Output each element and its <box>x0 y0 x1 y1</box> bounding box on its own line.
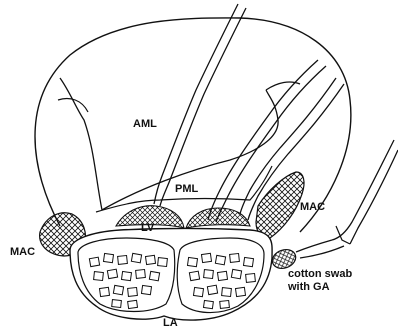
swab-holder-shaft-1 <box>332 140 394 240</box>
retractor-1-edge <box>160 8 246 206</box>
retractor-1 <box>154 4 238 204</box>
label-aml: AML <box>133 118 157 130</box>
swab-holder-shaft-2 <box>350 150 398 244</box>
heart-outline <box>35 18 351 232</box>
label-pml: PML <box>175 183 198 195</box>
label-cotton-swab-line1: cotton swab <box>288 268 378 281</box>
label-mac-right: MAC <box>300 201 325 213</box>
label-la: LA <box>163 317 178 329</box>
label-lv: LV <box>141 222 154 234</box>
label-cotton-swab-line2: with GA <box>288 281 378 294</box>
label-mac-left: MAC <box>10 246 35 258</box>
label-cotton-swab: cotton swab with GA <box>288 268 378 294</box>
swab-holder-tip <box>296 240 332 252</box>
